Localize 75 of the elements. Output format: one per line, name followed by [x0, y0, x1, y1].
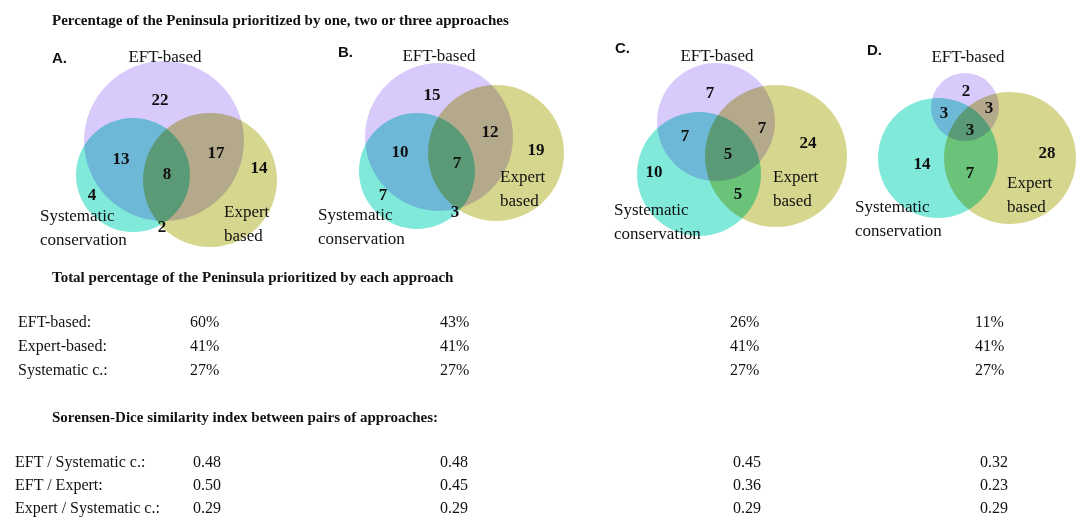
section-heading: Total percentage of the Peninsula prioritized by each approach: [52, 268, 454, 286]
similarity-value: 0.29: [193, 499, 221, 517]
region-count: 5: [723, 144, 733, 164]
region-count: 4: [87, 185, 97, 205]
row-label: EFT / Systematic c.:: [15, 453, 146, 471]
region-count: 3: [450, 202, 460, 222]
set-label: Systematic conservation: [318, 204, 406, 250]
similarity-value: 0.29: [733, 499, 761, 517]
set-label: EFT-based: [402, 45, 476, 67]
percentage-value: 41%: [730, 337, 760, 355]
region-count: 3: [965, 120, 975, 140]
percentage-value: 27%: [730, 361, 760, 379]
region-count: 17: [207, 143, 225, 163]
similarity-value: 0.45: [440, 476, 468, 494]
percentage-value: 41%: [975, 337, 1005, 355]
percentage-value: 26%: [730, 313, 760, 331]
region-count: 14: [250, 158, 268, 178]
region-count: 7: [757, 118, 767, 138]
region-count: 8: [162, 164, 172, 184]
set-label: EFT-based: [128, 46, 202, 68]
region-count: 28: [1038, 143, 1056, 163]
similarity-value: 0.36: [733, 476, 761, 494]
similarity-value: 0.48: [440, 453, 468, 471]
region-count: 2: [961, 81, 971, 101]
set-label: Expert based: [1007, 172, 1054, 218]
region-count: 7: [680, 126, 690, 146]
region-count: 7: [965, 163, 975, 183]
similarity-value: 0.23: [980, 476, 1008, 494]
region-count: 3: [984, 98, 994, 118]
similarity-value: 0.50: [193, 476, 221, 494]
row-label: EFT-based:: [18, 313, 92, 331]
row-label: Expert-based:: [18, 337, 107, 355]
set-label: Systematic conservation: [855, 196, 943, 242]
region-count: 22: [151, 90, 169, 110]
row-label: Systematic c.:: [18, 361, 108, 379]
panel-letter: B.: [338, 43, 353, 61]
set-label: Expert based: [500, 166, 547, 212]
percentage-value: 60%: [190, 313, 220, 331]
region-count: 7: [378, 185, 388, 205]
region-count: 24: [799, 133, 817, 153]
panel-letter: A.: [52, 49, 67, 67]
percentage-value: 27%: [975, 361, 1005, 379]
region-count: 10: [391, 142, 409, 162]
similarity-value: 0.29: [980, 499, 1008, 517]
chart-title: Percentage of the Peninsula prioritized by one, two or three approaches: [52, 11, 509, 29]
region-count: 14: [913, 154, 931, 174]
percentage-value: 43%: [440, 313, 470, 331]
region-count: 7: [705, 83, 715, 103]
row-label: EFT / Expert:: [15, 476, 103, 494]
panel-letter: C.: [615, 39, 630, 57]
percentage-value: 27%: [190, 361, 220, 379]
region-count: 13: [112, 149, 130, 169]
region-count: 3: [939, 103, 949, 123]
percentage-value: 41%: [190, 337, 220, 355]
set-label: EFT-based: [680, 45, 754, 67]
similarity-value: 0.32: [980, 453, 1008, 471]
region-count: 15: [423, 85, 441, 105]
region-count: 2: [157, 217, 167, 237]
panel-letter: D.: [867, 41, 882, 59]
region-count: 10: [645, 162, 663, 182]
region-count: 7: [452, 153, 462, 173]
section-heading: Sorensen-Dice similarity index between pairs of approaches:: [52, 408, 439, 426]
similarity-value: 0.45: [733, 453, 761, 471]
set-label: Expert based: [773, 166, 820, 212]
region-count: 19: [527, 140, 545, 160]
similarity-value: 0.48: [193, 453, 221, 471]
set-label: Systematic conservation: [40, 205, 128, 251]
region-count: 12: [481, 122, 499, 142]
region-count: 5: [733, 184, 743, 204]
row-label: Expert / Systematic c.:: [15, 499, 160, 517]
percentage-value: 27%: [440, 361, 470, 379]
set-label: EFT-based: [931, 46, 1005, 68]
percentage-value: 11%: [975, 313, 1004, 331]
similarity-value: 0.29: [440, 499, 468, 517]
percentage-value: 41%: [440, 337, 470, 355]
